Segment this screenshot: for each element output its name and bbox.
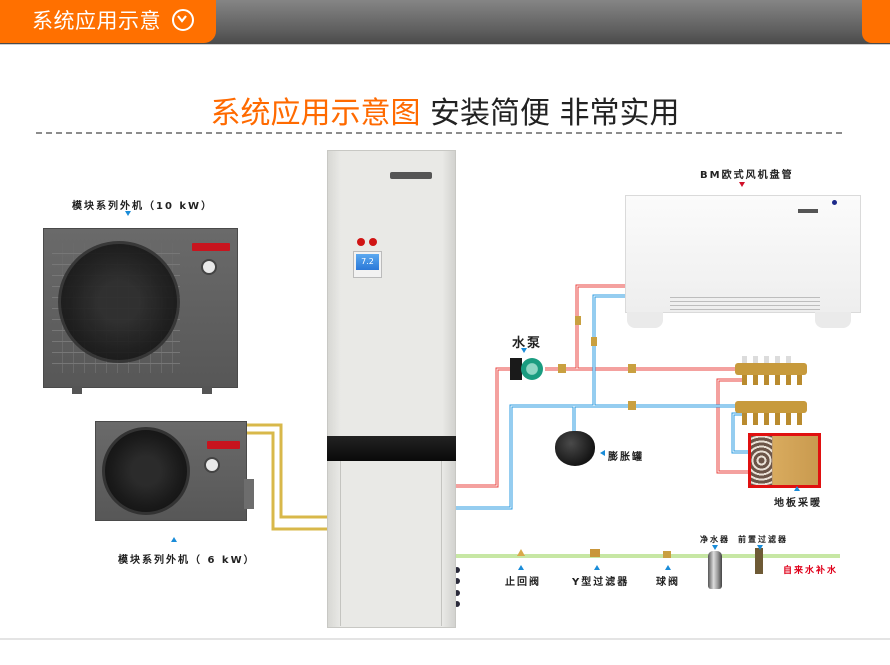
valve-icon <box>575 316 581 325</box>
indoor-hydro-unit: 7.2 <box>327 150 456 628</box>
side-box <box>244 479 254 509</box>
pump-icon <box>521 358 543 380</box>
valve-icon <box>628 364 636 373</box>
hot-pipe-fcu-riser <box>575 284 630 369</box>
pointer-icon <box>757 545 763 550</box>
pointer-icon <box>739 182 745 187</box>
indicator-light <box>832 200 837 205</box>
floor-heating-label: 地板采暖 <box>774 498 822 509</box>
chevron-down-circle-icon[interactable] <box>172 9 195 31</box>
y-filter-icon <box>590 549 600 557</box>
pointer-icon <box>600 450 605 456</box>
check-valve-label: 止回阀 <box>505 577 541 588</box>
hot-pipe-floor <box>716 378 752 474</box>
control-panel[interactable]: 7.2 <box>353 251 382 278</box>
pointer-icon <box>594 565 600 570</box>
manifold-upper <box>735 356 807 385</box>
hot-pipes <box>453 284 752 488</box>
bottom-divider <box>0 638 890 640</box>
brand-logo <box>207 441 240 449</box>
refrigerant-pipe-1 <box>246 423 330 519</box>
expansion-tank-icon <box>555 431 595 466</box>
water-purifier-label: 净水器 <box>700 535 730 544</box>
refrigerant-pipes <box>246 423 330 531</box>
expansion-tank-label: 膨胀罐 <box>608 452 644 463</box>
pump-motor <box>510 358 522 380</box>
y-filter-label: Y型过滤器 <box>572 577 630 588</box>
panel-seam <box>340 461 341 626</box>
brand-logo <box>192 243 230 251</box>
pointer-icon <box>518 565 524 570</box>
header-right-tab[interactable] <box>862 0 890 43</box>
pressure-gauge-icon <box>201 259 217 275</box>
outdoor-unit-10kw <box>43 228 238 388</box>
refrigerant-pipe-2 <box>246 431 330 531</box>
fan-coil-label: BM欧式风机盘管 <box>700 170 794 181</box>
panel-seam <box>441 461 442 626</box>
outdoor-unit-6kw <box>95 421 247 521</box>
fan-icon <box>102 427 190 515</box>
pre-filter-label: 前置过滤器 <box>738 535 788 544</box>
floor-heating-image <box>748 433 821 488</box>
pump-label: 水泵 <box>512 336 543 351</box>
pointer-icon <box>125 211 131 216</box>
pointer-icon <box>794 486 800 491</box>
cold-pipe-main <box>453 404 735 510</box>
unit-foot <box>815 312 851 328</box>
check-valve-icon <box>517 549 525 556</box>
title-divider <box>36 132 842 134</box>
control-display: 7.2 <box>356 254 379 270</box>
pointer-icon <box>521 348 527 353</box>
air-vents <box>670 294 820 312</box>
pointer-icon <box>171 537 177 542</box>
valve-icon <box>591 337 597 346</box>
ball-valve-label: 球阀 <box>656 577 680 588</box>
indicator-light <box>369 238 377 246</box>
black-band <box>327 436 456 461</box>
outdoor-unit-10kw-label: 模块系列外机（10 kW） <box>72 201 214 212</box>
section-tab-label: 系统应用示意 <box>32 9 161 33</box>
heating-coil <box>751 436 772 485</box>
valve-icon <box>628 401 636 410</box>
water-purifier-icon <box>708 551 722 589</box>
brand-logo <box>390 172 432 179</box>
pointer-icon <box>712 545 718 550</box>
title-highlight: 系统应用示意图 <box>210 96 421 131</box>
unit-foot <box>627 312 663 328</box>
ball-valve-icon <box>663 551 671 558</box>
fan-coil-unit <box>625 195 861 313</box>
pre-filter-icon <box>755 548 763 574</box>
outdoor-unit-6kw-label: 模块系列外机（ 6 kW） <box>118 555 256 566</box>
indicator-light <box>357 238 365 246</box>
hot-pipe-main <box>453 367 516 488</box>
pressure-gauge-icon <box>204 457 220 473</box>
diagram-title: 系统应用示意图 安装简便 非常实用 <box>0 88 890 132</box>
brand-logo <box>798 209 818 213</box>
fan-icon <box>58 241 180 363</box>
section-tab[interactable]: 系统应用示意 <box>0 0 216 43</box>
unit-foot <box>72 386 82 394</box>
manifold-lower <box>735 401 807 425</box>
unit-foot <box>202 386 212 394</box>
valve-icon <box>558 364 566 373</box>
pointer-icon <box>665 565 671 570</box>
tap-water-makeup-label: 自来水补水 <box>783 566 839 576</box>
title-rest: 安装简便 非常实用 <box>420 96 680 131</box>
